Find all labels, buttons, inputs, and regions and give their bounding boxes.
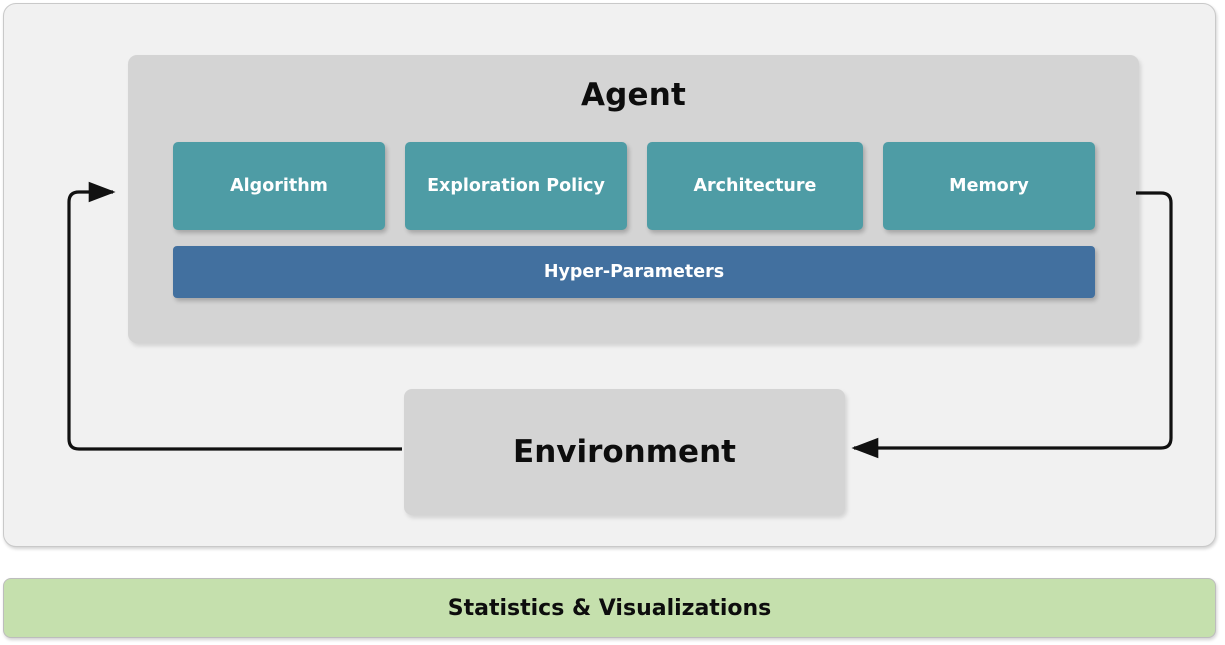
- hyper-parameters-bar[interactable]: Hyper-Parameters: [173, 246, 1095, 298]
- agent-component-exploration-policy-label: Exploration Policy: [427, 176, 605, 196]
- agent-component-architecture[interactable]: Architecture: [646, 142, 863, 230]
- hyper-parameters-label: Hyper-Parameters: [543, 262, 725, 282]
- agent-component-algorithm[interactable]: Algorithm: [173, 142, 386, 230]
- agent-component-architecture-label: Architecture: [693, 176, 817, 196]
- agent-component-memory[interactable]: Memory: [882, 142, 1095, 230]
- agent-component-row: Algorithm Exploration Policy Architectur…: [173, 142, 1095, 230]
- agent-environment-container: Agent Algorithm Exploration Policy Archi…: [3, 3, 1216, 547]
- agent-component-memory-label: Memory: [949, 176, 1029, 196]
- agent-panel: Agent Algorithm Exploration Policy Archi…: [128, 55, 1139, 343]
- environment-box[interactable]: Environment: [404, 389, 845, 515]
- agent-component-exploration-policy[interactable]: Exploration Policy: [405, 142, 627, 230]
- statistics-visualizations-label: Statistics & Visualizations: [447, 595, 772, 621]
- agent-title: Agent: [580, 77, 687, 113]
- agent-component-algorithm-label: Algorithm: [230, 176, 328, 196]
- environment-label: Environment: [513, 434, 736, 470]
- statistics-visualizations-bar[interactable]: Statistics & Visualizations: [3, 578, 1216, 638]
